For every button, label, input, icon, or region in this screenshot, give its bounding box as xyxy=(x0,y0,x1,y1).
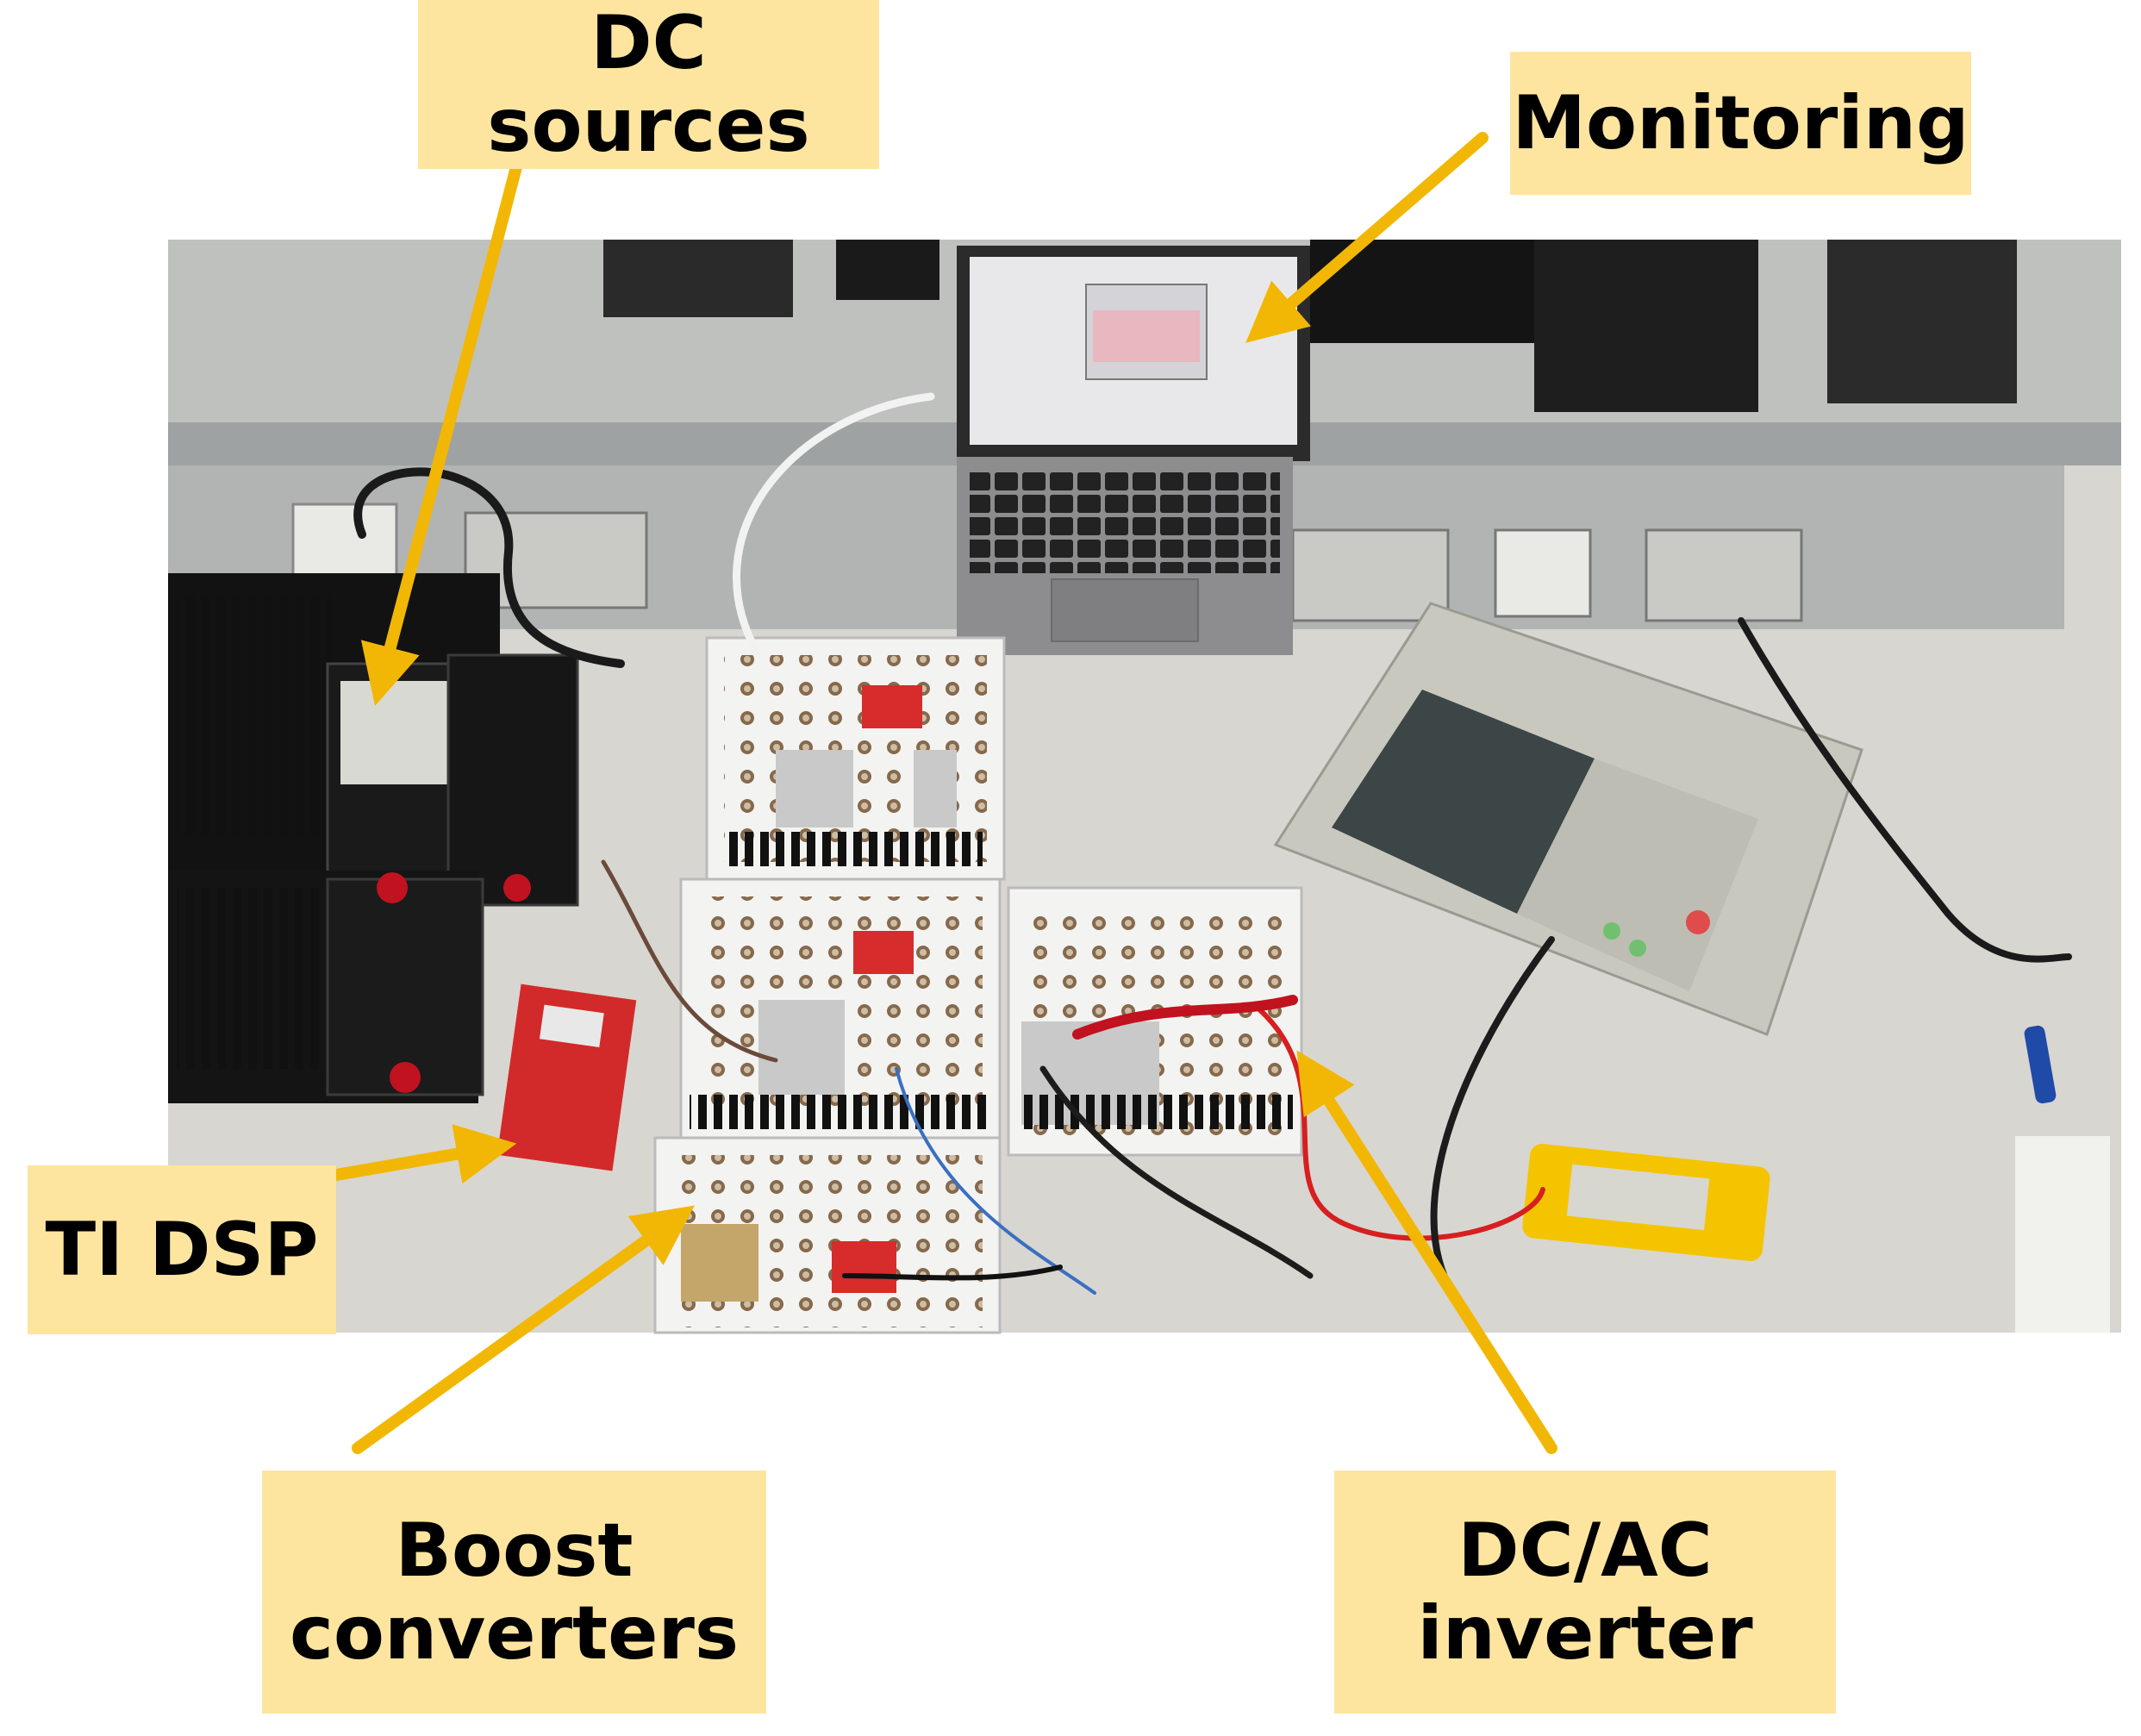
label-dc-ac-inverter: DC/AC inverter xyxy=(1334,1471,1836,1714)
oscilloscope xyxy=(1273,602,1863,1036)
label-ti-dsp: TI DSP xyxy=(28,1165,336,1334)
arrow-dc-ac-inverter xyxy=(1296,1050,1557,1454)
label-boost-line1: Boost xyxy=(395,1507,634,1594)
label-inverter-line2: inverter xyxy=(1417,1590,1753,1677)
boost-converter-boards xyxy=(653,636,1006,1334)
label-dc-sources: DC sources xyxy=(418,0,879,169)
photo xyxy=(168,240,2121,1334)
label-monitoring: Monitoring xyxy=(1510,52,1971,195)
label-boost-line2: converters xyxy=(289,1590,740,1677)
arrow-boost-converters xyxy=(352,1205,695,1454)
label-boost-converters: Boost converters xyxy=(262,1471,766,1714)
dc-ac-inverter-board xyxy=(1007,886,1303,1157)
label-inverter-line1: DC/AC xyxy=(1458,1507,1713,1594)
arrow-monitoring xyxy=(1245,132,1489,343)
arrow-dc-sources xyxy=(360,158,523,706)
